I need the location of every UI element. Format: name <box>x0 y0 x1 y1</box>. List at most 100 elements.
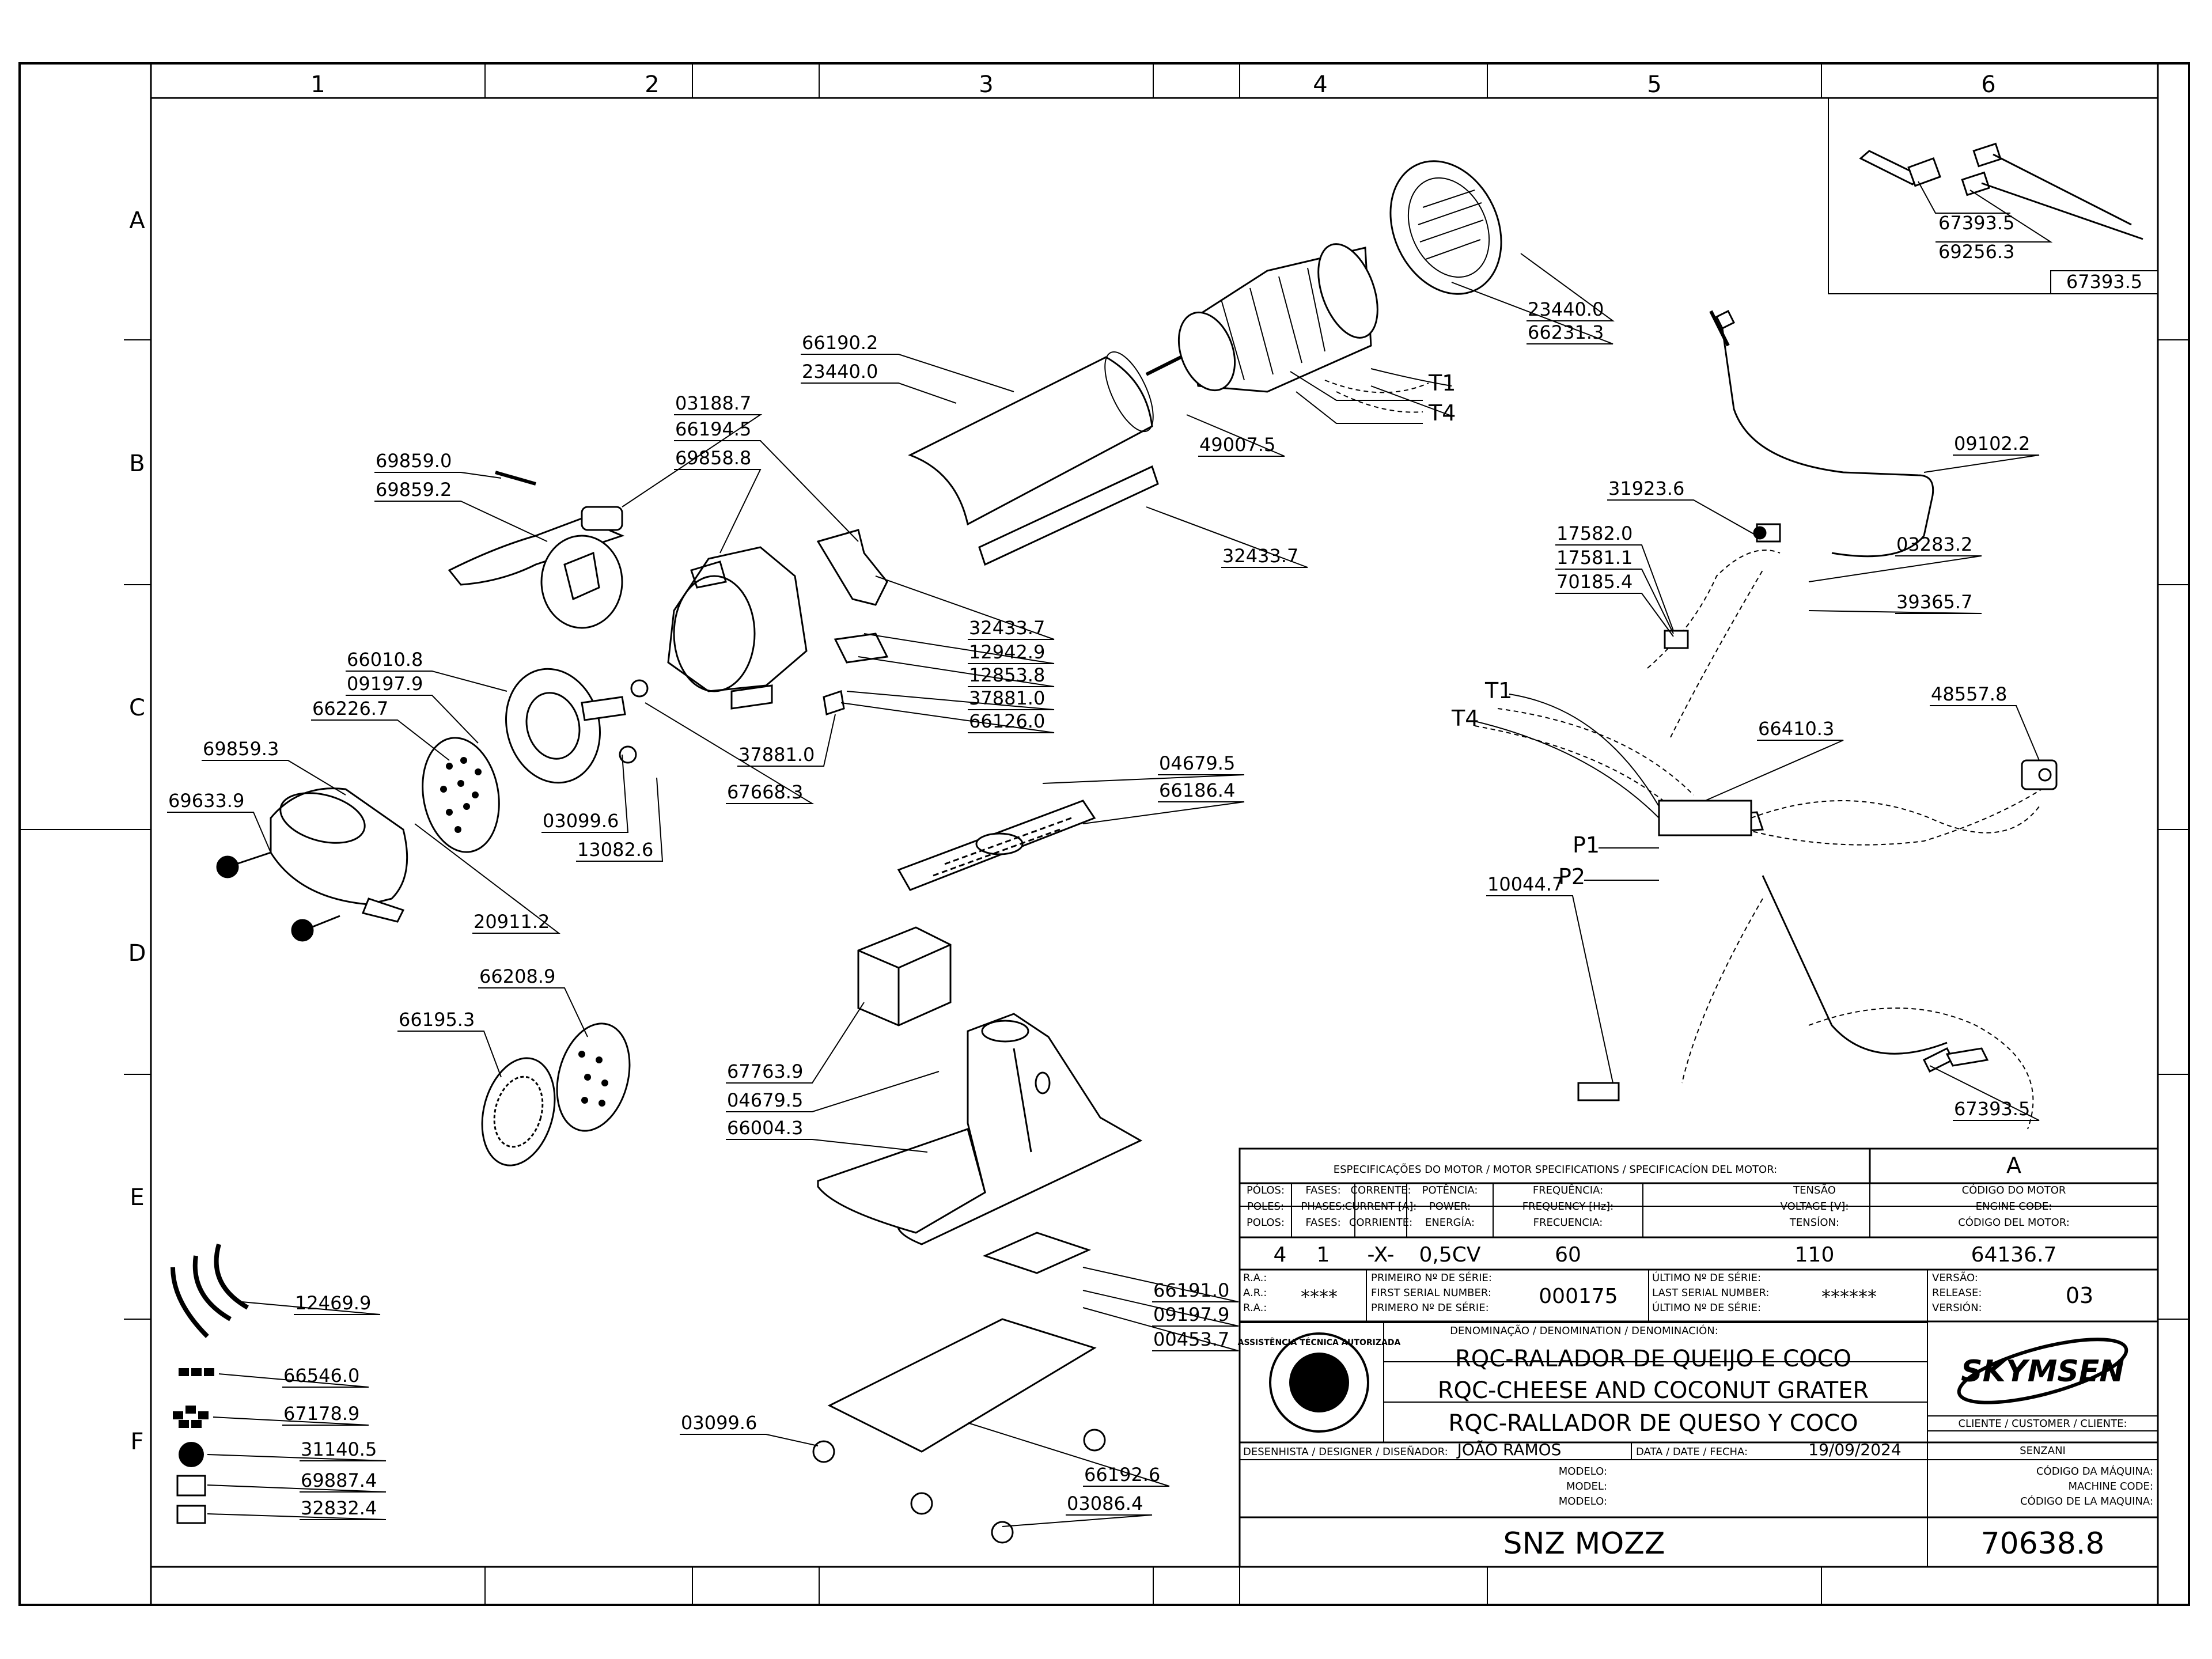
lever-icon <box>448 471 625 629</box>
motor-header: CORRENTE: <box>1350 1184 1411 1196</box>
part-label: 69256.3 <box>1938 241 2014 263</box>
part-label: 66191.0 <box>1153 1279 1229 1301</box>
part-label: 66546.0 <box>283 1365 359 1387</box>
part-label: 66226.7 <box>312 698 388 719</box>
part-label: 69858.8 <box>675 447 751 469</box>
motor-header: TENSÃO <box>1793 1184 1836 1196</box>
part-label: 69859.0 <box>376 450 452 472</box>
terminal-label: T4 <box>1451 706 1479 731</box>
motor-cover-icon <box>1389 160 1502 295</box>
motor-housing-icon <box>908 351 1159 566</box>
part-label: 17582.0 <box>1556 522 1633 544</box>
first-serial: 000175 <box>1539 1285 1618 1308</box>
part-label: 23440.0 <box>1528 298 1604 320</box>
feeder-housing-icon <box>667 546 808 710</box>
part-label: 03188.7 <box>675 392 751 414</box>
part-label: 03283.2 <box>1896 533 1972 555</box>
motor-header: VOLTAGE [V]: <box>1781 1200 1849 1213</box>
part-label: 69859.3 <box>203 738 279 760</box>
part-label: 70185.4 <box>1556 571 1633 593</box>
serial-label: LAST SERIAL NUMBER: <box>1652 1287 1769 1299</box>
sensor-icon <box>1577 1047 1989 1101</box>
motor-header: FREQUENCY [Hz]: <box>1522 1200 1613 1213</box>
motor-value: 60 <box>1555 1243 1581 1267</box>
motor-icon <box>1145 243 1429 413</box>
top-plate-icon <box>897 800 1096 891</box>
part-label: 39365.7 <box>1896 591 1972 613</box>
client-label: CLIENTE / CUSTOMER / CLIENTE: <box>1958 1418 2127 1430</box>
part-label: 12942.9 <box>969 641 1045 663</box>
part-label: 67668.3 <box>727 781 803 803</box>
terminal-label: T1 <box>1428 370 1456 396</box>
model-label: MODEL: <box>1566 1480 1607 1493</box>
disc-icon <box>481 1022 631 1166</box>
version-label: VERSIÓN: <box>1932 1301 1982 1314</box>
part-label: 69633.9 <box>168 790 244 812</box>
part-label: 37881.0 <box>969 687 1045 709</box>
part-label: 66194.5 <box>675 418 751 440</box>
version-label: VERSÃO: <box>1932 1271 1978 1284</box>
part-label: 09102.2 <box>1954 433 2030 454</box>
terminal-block-icon <box>1658 800 1752 836</box>
motor-header: CURRENT [A]: <box>1345 1200 1417 1213</box>
base-body-icon <box>817 1013 1143 1245</box>
part-label: 09197.9 <box>1153 1304 1229 1325</box>
part-label: 10044.7 <box>1487 873 1563 895</box>
part-label: 17581.1 <box>1556 547 1633 569</box>
grater-drum-icon <box>505 668 649 784</box>
model-label: MODELO: <box>1559 1495 1607 1508</box>
serial-label: ÚLTIMO Nº DE SÉRIE: <box>1652 1271 1761 1284</box>
date-value: 19/09/2024 <box>1808 1440 1901 1459</box>
inset-detail: 67393.5 67393.5 69256.3 <box>1828 98 2158 294</box>
machine-code-label: CÓDIGO DA MÁQUINA: <box>2036 1465 2153 1478</box>
version-value: 03 <box>2066 1283 2093 1308</box>
motor-value: 1 <box>1317 1243 1330 1267</box>
row-label: F <box>130 1429 143 1455</box>
motor-header: POLOS: <box>1247 1217 1285 1229</box>
terminal-label: P1 <box>1573 832 1600 858</box>
cable-tie-icon <box>171 1243 249 1338</box>
denomination-pt: RQC-RALADOR DE QUEIJO E COCO <box>1455 1346 1851 1372</box>
component-drawings <box>171 160 2058 1544</box>
serial-label: PRIMERO Nº DE SÉRIE: <box>1371 1301 1489 1314</box>
machine-code-label: CÓDIGO DE LA MAQUINA: <box>2020 1495 2153 1508</box>
last-serial: ****** <box>1821 1286 1877 1308</box>
part-label: 04679.5 <box>727 1089 803 1111</box>
designer-value: JOÃO RAMOS <box>1456 1440 1562 1459</box>
part-label: 13082.6 <box>577 839 653 861</box>
serial-label: ÚLTIMO Nº DE SÉRIE: <box>1652 1301 1761 1314</box>
part-label: 49007.5 <box>1199 434 1275 456</box>
serial-label: FIRST SERIAL NUMBER: <box>1371 1287 1491 1299</box>
column-label: 4 <box>1313 71 1327 98</box>
tag-icon <box>176 1505 206 1524</box>
denomination-en: RQC-CHEESE AND COCONUT GRATER <box>1438 1377 1869 1404</box>
model-label: MODELO: <box>1559 1465 1607 1478</box>
part-label: 23440.0 <box>802 361 878 382</box>
terminal-label: P2 <box>1558 864 1585 889</box>
part-label: 66126.0 <box>969 710 1045 732</box>
motor-header: PHASES: <box>1301 1200 1346 1213</box>
motor-header: FREQUÊNCIA: <box>1533 1184 1603 1196</box>
motor-code: 64136.7 <box>1971 1243 2057 1267</box>
motor-header: PÓLOS: <box>1247 1184 1285 1196</box>
title-block <box>1238 1147 2159 1568</box>
part-label: 12853.8 <box>969 664 1045 686</box>
part-label: 66410.3 <box>1758 718 1834 740</box>
part-label: 66192.6 <box>1084 1464 1160 1486</box>
motor-header: CÓDIGO DO MOTOR <box>1962 1184 2066 1196</box>
part-label: 03099.6 <box>543 810 619 832</box>
motor-header: POLES: <box>1247 1200 1284 1213</box>
part-label: 00453.7 <box>1153 1328 1229 1350</box>
motor-header: FASES: <box>1305 1184 1340 1196</box>
part-label: 48557.8 <box>1931 683 2007 705</box>
motor-header: FASES: <box>1305 1217 1340 1229</box>
column-label: 6 <box>1981 71 1995 98</box>
part-label: 32433.7 <box>1222 545 1298 567</box>
inset-ref: 67393.5 <box>2066 271 2142 293</box>
motor-header: POWER: <box>1429 1200 1471 1213</box>
bracket-icon <box>816 529 889 715</box>
grater-disc-icon <box>422 737 500 853</box>
motor-value: 0,5CV <box>1419 1243 1480 1267</box>
designer-label: DESENHISTA / DESIGNER / DISEÑADOR: <box>1243 1445 1448 1458</box>
